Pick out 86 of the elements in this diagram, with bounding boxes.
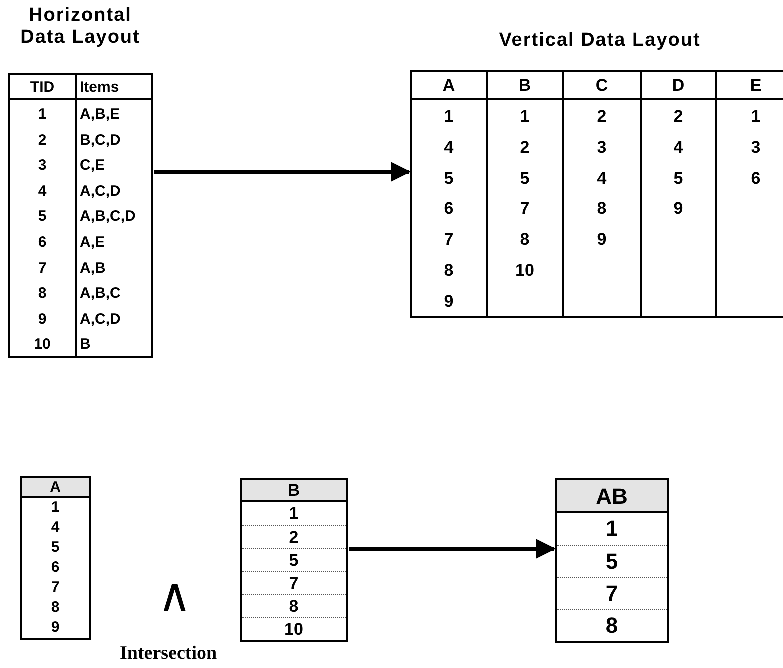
table-column	[486, 72, 562, 316]
column-header: TID	[10, 75, 75, 100]
table-column	[75, 75, 153, 356]
cell-value: 4	[50, 518, 61, 538]
cell-value: 9	[672, 198, 684, 220]
list-table	[555, 478, 669, 643]
cell-value: 10	[514, 260, 536, 282]
cell-value: 8	[242, 594, 346, 617]
cell-value: 7	[519, 198, 531, 220]
cell-value: 6	[750, 168, 762, 190]
cell-value: 2	[596, 106, 608, 128]
cell-value: 2	[37, 130, 48, 151]
cell-value: 1	[604, 515, 620, 543]
cell-value: 2	[242, 525, 346, 548]
cell-value: 4	[37, 182, 48, 202]
table-column	[715, 72, 783, 316]
table-title: Vertical Data Layout	[498, 30, 702, 52]
column-header: D	[642, 72, 715, 100]
cell-value: 5	[242, 548, 346, 571]
cell-value: A,B,C,D	[79, 207, 137, 228]
cell-value: 7	[557, 577, 667, 609]
cell-value: A,C,D	[79, 310, 122, 330]
cell-value: 2	[519, 136, 531, 159]
cell-value: 1	[519, 106, 531, 128]
cell-value: 3	[596, 136, 608, 159]
cell-value: 6	[443, 198, 455, 220]
cell-value: 7	[242, 571, 346, 594]
cell-value: 1	[50, 498, 61, 518]
cell-value: 1	[750, 106, 762, 128]
operator-symbol: ∧	[158, 572, 192, 618]
cell-value: 8	[557, 609, 667, 641]
arrow	[349, 539, 556, 559]
cell-value: 7	[50, 578, 61, 598]
column-header: B	[242, 480, 346, 502]
cell-value: C,E	[79, 156, 106, 176]
cell-value: A,C,D	[79, 182, 122, 202]
cell-value: 10	[242, 617, 346, 640]
cell-value: A,B,C	[79, 284, 122, 304]
cell-value: A,B	[79, 258, 107, 279]
list-table	[240, 478, 348, 642]
cell-value: 8	[519, 229, 531, 252]
cell-value: 5	[557, 545, 667, 577]
cell-value: 10	[33, 335, 52, 356]
cell-value: 8	[596, 198, 608, 220]
cell-value: 2	[672, 106, 684, 128]
cell-value: 1	[443, 106, 455, 128]
cell-value: 1	[288, 503, 300, 525]
cell-value: 5	[37, 207, 48, 228]
cell-value: 9	[443, 290, 455, 313]
cell-value: 9	[596, 229, 608, 252]
cell-value: 4	[596, 168, 608, 190]
cell-value: 7	[37, 258, 48, 279]
column-header: E	[717, 72, 783, 100]
table-column	[640, 72, 715, 316]
operator-caption: Intersection	[120, 644, 218, 663]
cell-value: 7	[443, 229, 455, 252]
column-header: Items	[77, 75, 153, 100]
cell-value: 4	[443, 136, 455, 159]
column-header: C	[564, 72, 640, 100]
cell-value: 8	[50, 598, 61, 618]
column-header: AB	[557, 480, 667, 513]
cell-value: A,B,E	[79, 105, 122, 125]
cell-value: 1	[37, 105, 48, 125]
cell-value: A,E	[79, 232, 106, 253]
cell-value: 3	[750, 136, 762, 159]
list-table	[20, 476, 91, 640]
cell-value: B,C,D	[79, 130, 122, 151]
cell-value: 3	[37, 156, 48, 176]
cell-value: 8	[37, 284, 48, 304]
cell-value: 5	[50, 538, 61, 558]
arrow	[154, 162, 411, 182]
cell-value: 9	[50, 618, 61, 638]
column-header: B	[488, 72, 562, 100]
cell-value: 4	[672, 136, 684, 159]
column-header: A	[412, 72, 486, 100]
cell-value: 5	[672, 168, 684, 190]
cell-value: 5	[519, 168, 531, 190]
cell-value: 6	[37, 232, 48, 253]
cell-value: 6	[50, 558, 61, 578]
column-header: A	[22, 478, 89, 498]
cell-value: 5	[443, 168, 455, 190]
table-column	[562, 72, 640, 316]
table-title: Horizontal Data Layout	[20, 5, 142, 49]
cell-value: 8	[443, 260, 455, 282]
cell-value: B	[79, 335, 92, 356]
cell-value: 9	[37, 310, 48, 330]
